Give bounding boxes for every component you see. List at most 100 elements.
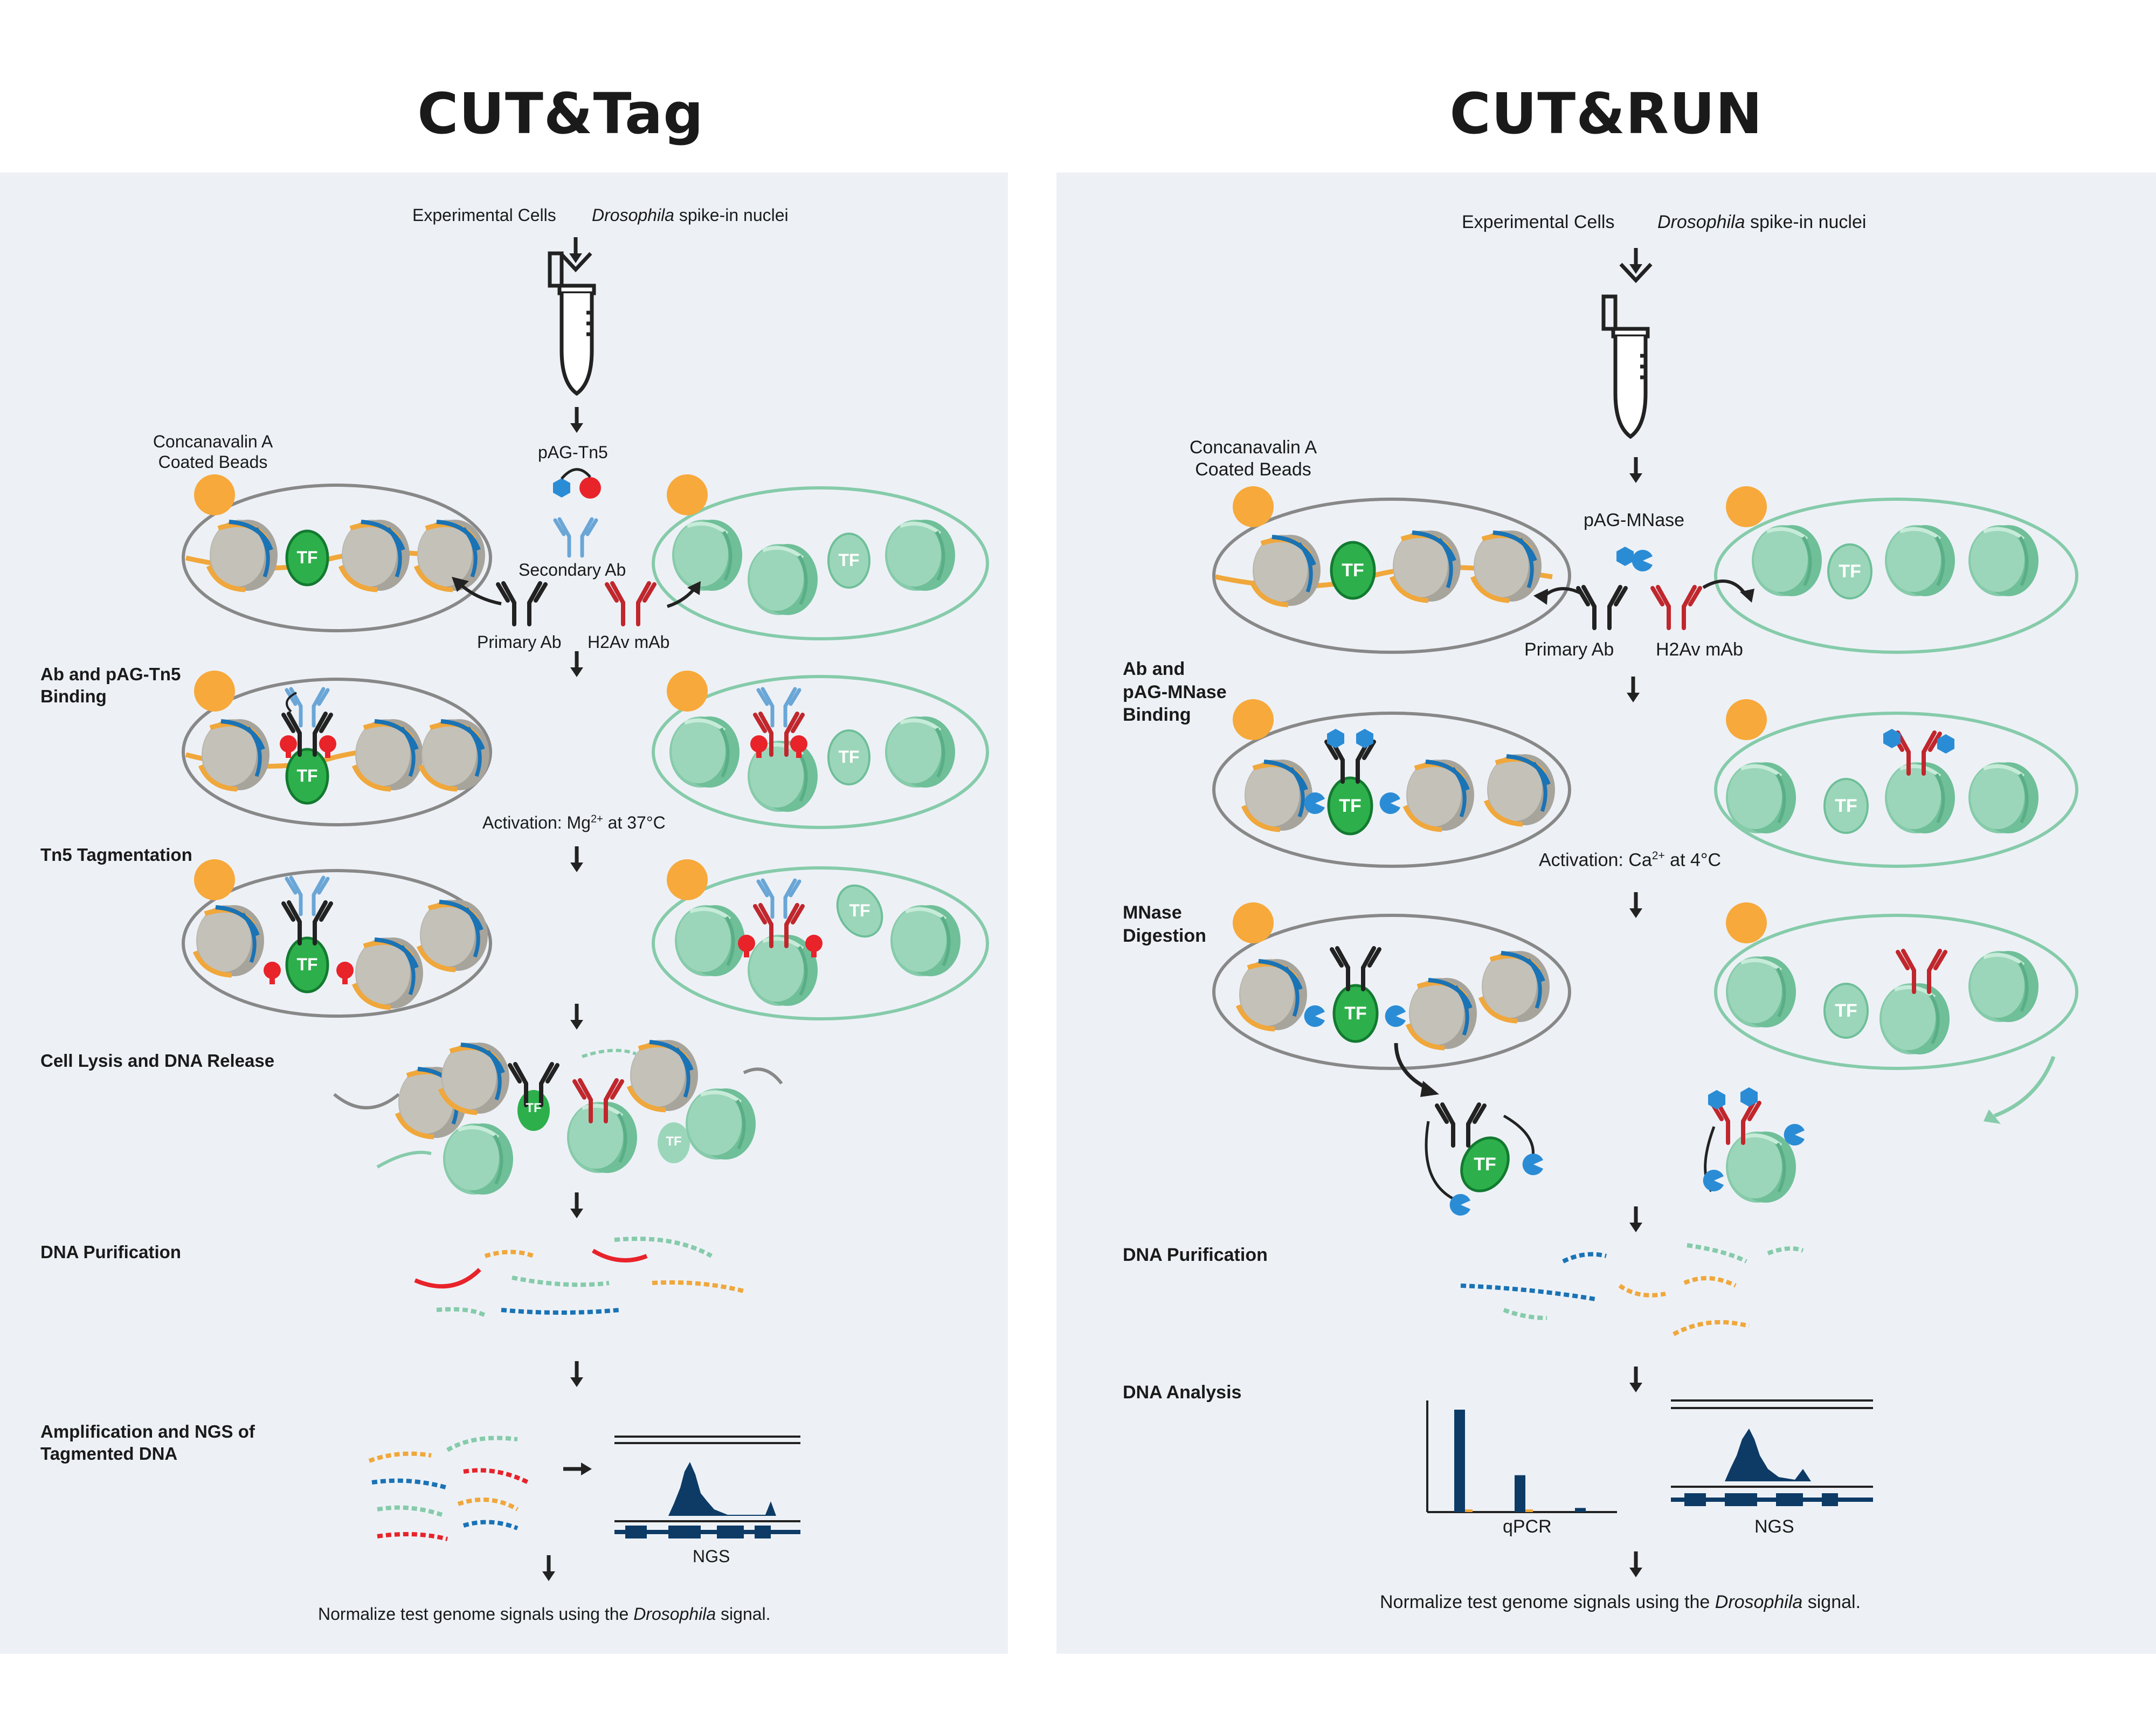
cuttag-lysis-fragments [333,1040,783,1218]
cuttag-step-amplification-line1: Amplification and NGS of [40,1422,255,1441]
cutrun-dna-fragments [1460,1243,1804,1392]
cuttag-nucleus-1 [182,474,492,632]
cutrun-step-digestion-line2: Digestion [1123,925,1206,946]
cuttag-ngs-track [542,1436,800,1581]
cuttag-tf-label-2: TF [838,550,860,570]
cuttag-step-purification: DNA Purification [40,1242,181,1262]
cutrun-experimental-cells: Experimental Cells [1462,212,1615,232]
cutrun-binding-row [1212,699,2078,918]
cuttag-spike-in-rest: spike-in nuclei [674,205,789,225]
cutrun-normalize-post: signal. [1802,1592,1861,1612]
cutrun-qpcr-chart [1426,1400,1617,1513]
cutrun-enzyme-label: pAG-MNase [1584,510,1685,530]
cuttag-beads-line1: Concanavalin A [153,432,273,451]
cutrun-qpcr-label: qPCR [1503,1516,1552,1537]
cutrun-activation-post: at 4°C [1664,850,1722,871]
cuttag-enzyme-label: pAG-Tn5 [538,443,608,462]
cuttag-activation-sup: 2+ [590,813,603,825]
cutrun-reagents [1533,547,1754,702]
cuttag-primary-ab-label: Primary Ab [477,632,562,652]
cutrun-normalize-species: Drosophila [1715,1592,1803,1612]
cuttag-normalize-species: Drosophila [633,1604,716,1624]
cuttag-dna-fragments [414,1237,744,1387]
cutrun-ngs-track [1629,1399,1873,1577]
cuttag-step-tagmentation: Tn5 Tagmentation [40,845,192,865]
cuttag-tf-label-1: TF [296,548,318,567]
cuttag-beads-line2: Coated Beads [158,452,268,472]
cutrun-activation: Activation: Ca2+ at 4°C [1539,849,1721,871]
cutrun-tf-label-6: TF [1835,1000,1857,1021]
cutrun-step-analysis: DNA Analysis [1123,1382,1242,1403]
cutrun-spike-in: Drosophila spike-in nuclei [1657,211,1866,233]
cutrun-tf-label-7: TF [1474,1154,1496,1175]
cutrun-released-complexes [1425,1087,1805,1232]
title-cuttag: CUT&Tag [417,81,704,147]
cuttag-reagents [452,468,701,677]
cuttag-step-lysis: Cell Lysis and DNA Release [40,1051,275,1071]
cutrun-spike-in-rest: spike-in nuclei [1745,212,1867,232]
qpcr-bar-main [1454,1410,1465,1512]
cutrun-ngs-label: NGS [1754,1516,1794,1537]
cuttag-tf-label-4: TF [838,747,860,767]
cuttag-tf-label-7: TF [526,1101,542,1115]
cuttag-nucleus-2 [652,474,989,640]
cuttag-activation-post: at 37°C [603,813,666,832]
cutrun-beads-line1: Concanavalin A [1189,437,1317,458]
cuttag-tagmentation-row [182,859,989,1030]
cutrun-normalize-note: Normalize test genome signals using the … [1380,1591,1861,1613]
cuttag-activation-pre: Activation: Mg [482,813,591,832]
cutrun-tf-label-2: TF [1839,561,1861,582]
cutrun-h2av-label: H2Av mAb [1656,639,1743,660]
cuttag-top-flow [550,237,594,433]
cutrun-step-digestion-line1: MNase [1123,902,1182,923]
cutrun-beads-line2: Coated Beads [1195,459,1311,480]
cuttag-spike-in: Drosophila spike-in nuclei [592,205,789,225]
cuttag-tf-label-8: TF [666,1134,682,1149]
cuttag-step-amplification-line2: Tagmented DNA [40,1444,178,1464]
cutrun-step-binding-line2: pAG-MNase [1123,681,1227,702]
cuttag-tf-label-5: TF [296,955,318,974]
cutrun-normalize-pre: Normalize test genome signals using the [1380,1592,1715,1612]
cutrun-activation-sup: 2+ [1651,850,1665,862]
cuttag-experimental-cells: Experimental Cells [412,205,556,225]
cutrun-activation-pre: Activation: Ca [1539,850,1652,871]
qpcr-bar-spike-in [1465,1509,1473,1512]
cuttag-ngs-label: NGS [693,1547,730,1566]
cuttag-activation: Activation: Mg2+ at 37°C [482,812,666,833]
title-cutrun: CUT&RUN [1449,81,1763,147]
qpcr-bar-main [1515,1475,1525,1512]
cuttag-spike-in-species: Drosophila [592,205,674,225]
cuttag-tf-label-3: TF [296,766,318,785]
cutrun-step-binding-line1: Ab and [1123,659,1185,679]
cutrun-tf-label-5: TF [1344,1003,1367,1024]
cuttag-normalize-pre: Normalize test genome signals using the [318,1604,634,1624]
cuttag-step-amplification: Amplification and NGS of Tagmented DNA [40,1420,255,1465]
cutrun-top-flow [1604,248,1653,483]
cutrun-tf-label-1: TF [1342,560,1364,581]
cutrun-tf-label-3: TF [1339,796,1362,816]
cuttag-normalize-post: signal. [716,1604,771,1624]
cuttag-binding-row [182,671,989,872]
qpcr-bar-spike-in [1525,1509,1533,1512]
qpcr-bar-main [1575,1508,1586,1512]
cutrun-nucleus-2 [1714,486,2078,654]
cutrun-tf-label-4: TF [1835,796,1857,816]
cutrun-primary-ab-label: Primary Ab [1524,639,1614,660]
cuttag-step-binding-line1: Ab and pAG-Tn5 [40,664,181,684]
cuttag-amplified-dna [368,1436,592,1541]
cutrun-step-binding-line3: Binding [1123,705,1191,725]
cuttag-h2av-label: H2Av mAb [588,632,670,652]
cuttag-step-binding-line2: Binding [40,686,107,707]
cutrun-digestion-row [1212,902,2078,1124]
cuttag-secondary-ab-label: Secondary Ab [519,560,626,579]
cuttag-normalize-note: Normalize test genome signals using the … [318,1604,771,1624]
cutrun-step-purification: DNA Purification [1123,1245,1268,1265]
cutrun-spike-in-species: Drosophila [1657,212,1745,232]
cuttag-tf-label-6: TF [849,901,870,920]
